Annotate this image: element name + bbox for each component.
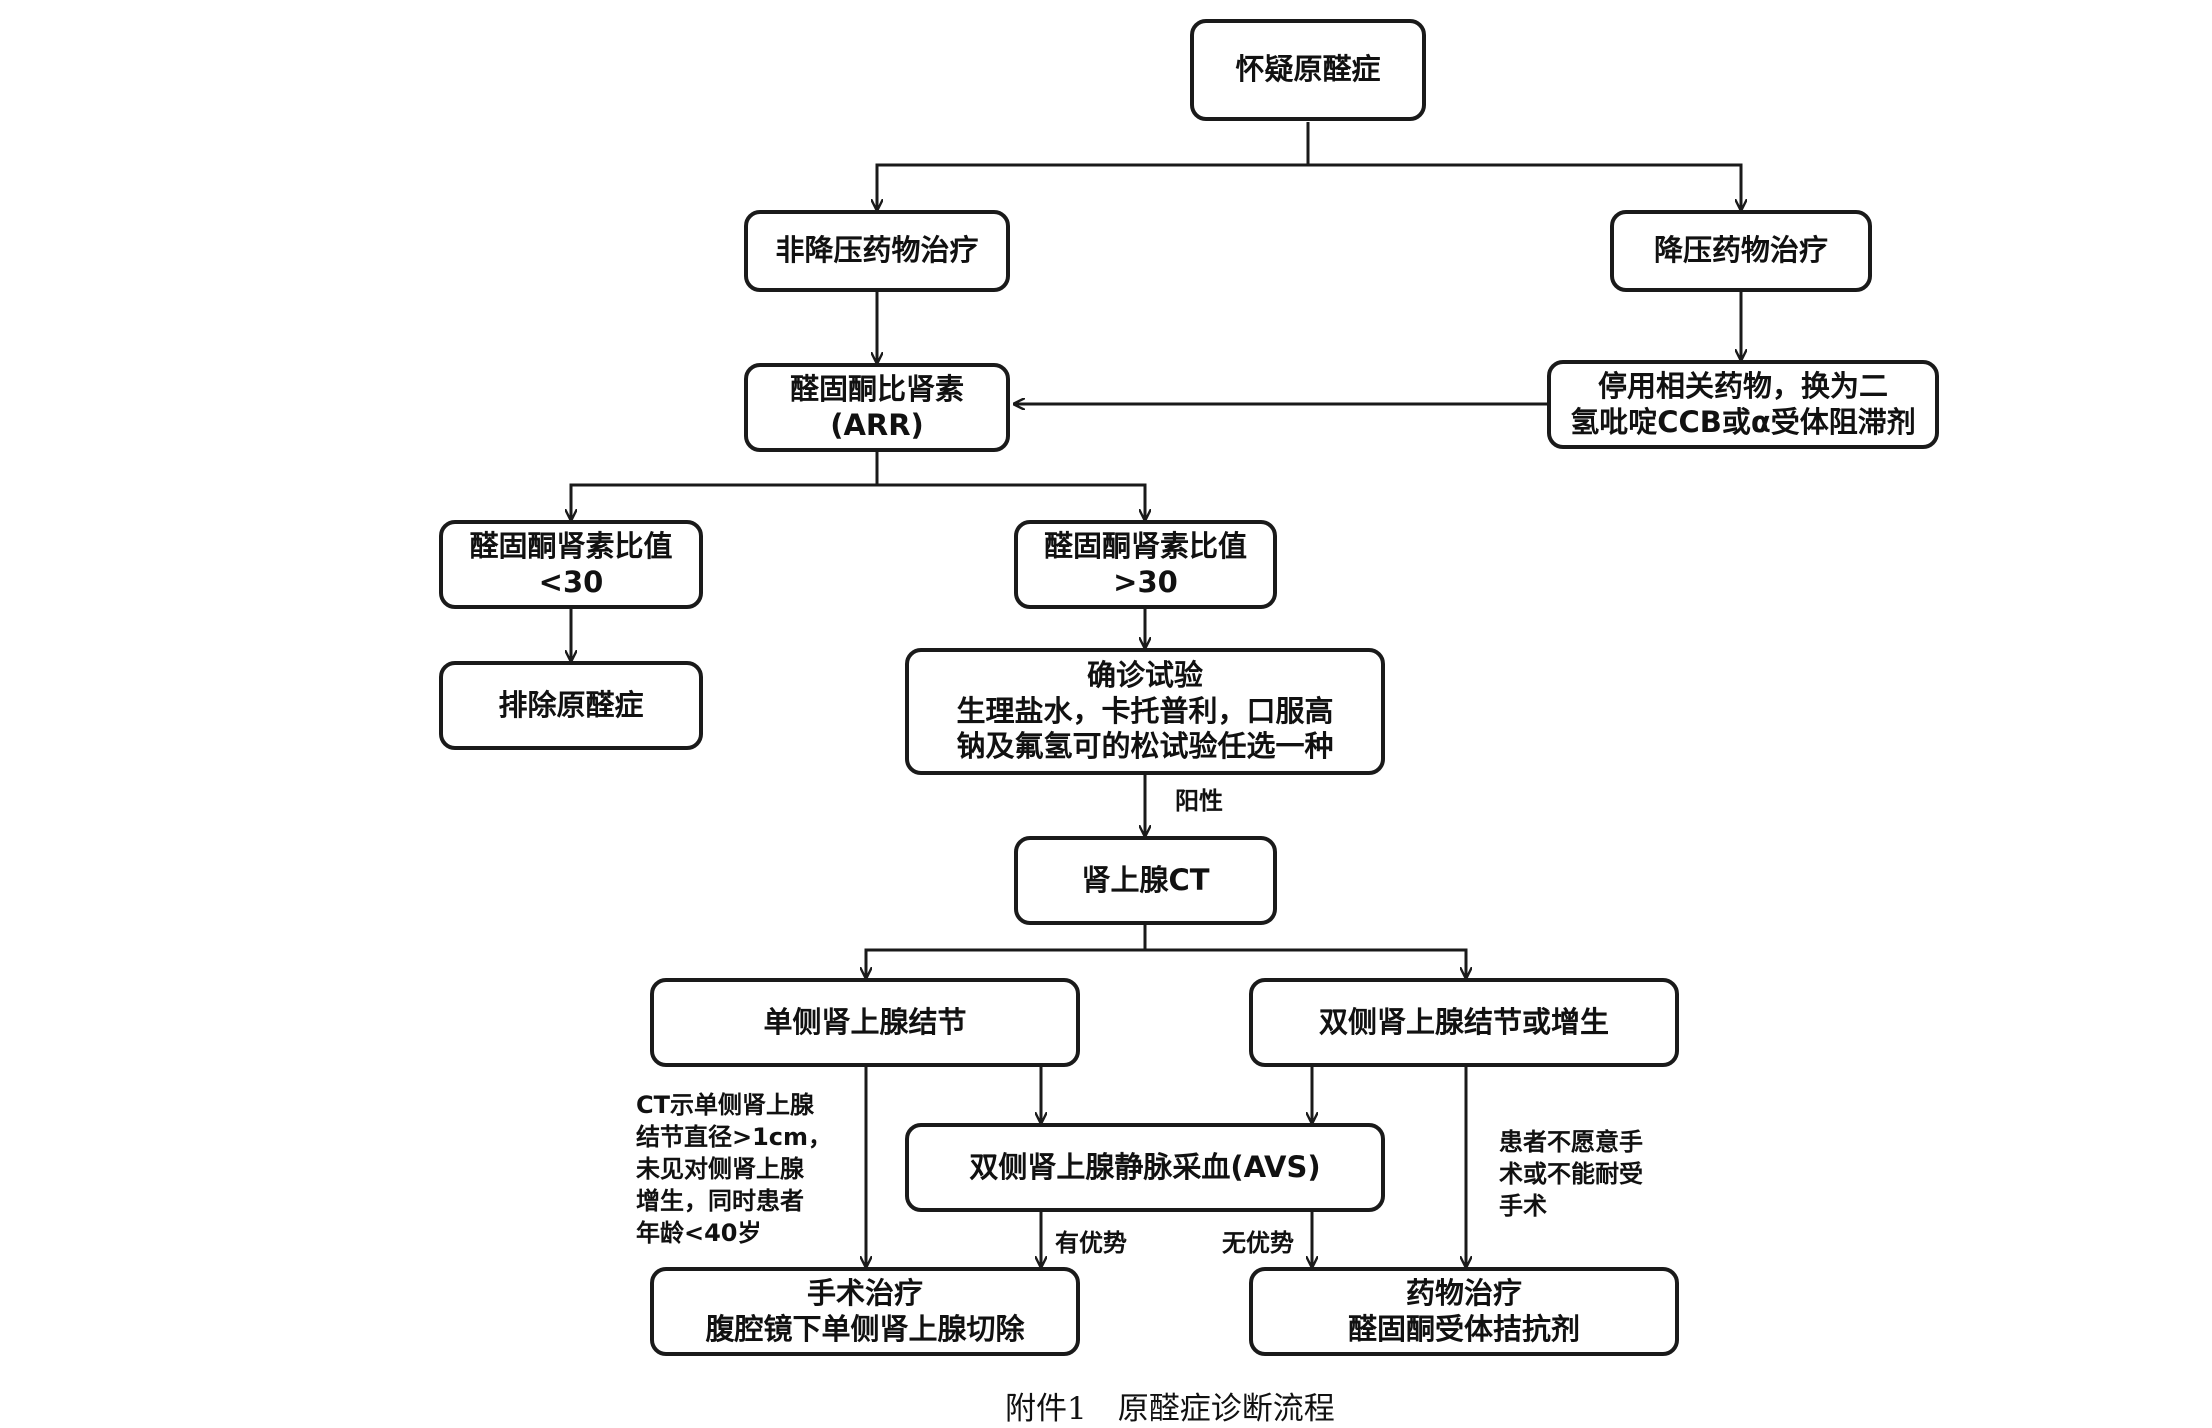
edge-arr-ratio-high — [877, 483, 1145, 520]
label-line: 结节直径>1cm， — [636, 1122, 833, 1151]
label-line: CT示单侧肾上腺 — [636, 1091, 814, 1119]
node-text-line: 手术治疗 — [806, 1276, 923, 1311]
node-arr: 醛固酮比肾素(ARR) — [744, 363, 1010, 452]
label-line: 术或不能耐受 — [1499, 1159, 1643, 1188]
node-text-line: 非降压药物治疗 — [775, 233, 979, 268]
label-non-dominant: 无优势 — [1222, 1229, 1294, 1257]
node-text-line: >30 — [1113, 564, 1178, 599]
node-text-line: 醛固酮比肾素 — [789, 372, 964, 407]
node-suspect: 怀疑原醛症 — [1190, 19, 1426, 121]
label-line: 年龄<40岁 — [636, 1218, 762, 1247]
node-text-line: 降压药物治疗 — [1653, 233, 1828, 268]
node-text-line: 停用相关药物，换为二 — [1597, 369, 1888, 404]
node-exclude: 排除原醛症 — [439, 661, 703, 750]
node-text-line: 排除原醛症 — [498, 687, 644, 722]
node-text-line: <30 — [538, 564, 604, 599]
node-text-line: 钠及氟氢可的松试验任选一种 — [956, 729, 1334, 764]
edge-suspect-split — [877, 122, 1310, 210]
node-text-line: 确诊试验 — [1086, 658, 1203, 693]
node-ratio-high: 醛固酮肾素比值>30 — [1014, 520, 1277, 609]
edge-suspect-antihypertensive — [1308, 163, 1741, 210]
node-adrenal-ct: 肾上腺CT — [1014, 836, 1277, 925]
node-text-line: 氢吡啶CCB或α受体阻滞剂 — [1570, 404, 1916, 439]
node-text-line: (ARR) — [830, 407, 924, 442]
node-text-line: 药物治疗 — [1405, 1276, 1522, 1311]
label-ct-condition: CT示单侧肾上腺结节直径>1cm， 未见对侧肾上腺增生，同时患者年龄<40岁 — [636, 1090, 832, 1250]
edge-arr-ratio-low — [571, 452, 879, 520]
edge-ct-bilateral — [1145, 948, 1466, 978]
node-ratio-low: 醛固酮肾素比值<30 — [439, 520, 703, 609]
node-text-line: 双侧肾上腺静脉采血(AVS) — [969, 1149, 1321, 1184]
node-switch-drugs: 停用相关药物，换为二氢吡啶CCB或α受体阻滞剂 — [1547, 360, 1939, 449]
figure-caption: 附件1 原醛症诊断流程 — [1005, 1391, 1335, 1427]
node-text-line: 肾上腺CT — [1081, 862, 1210, 897]
node-unilateral: 单侧肾上腺结节 — [650, 978, 1080, 1067]
node-text-line: 醛固酮受体拮抗剂 — [1347, 1311, 1580, 1346]
node-medication: 药物治疗醛固酮受体拮抗剂 — [1249, 1267, 1679, 1356]
label-positive: 阳性 — [1175, 787, 1223, 815]
node-text-line: 醛固酮肾素比值 — [1043, 529, 1247, 564]
node-text-line: 生理盐水，卡托普利，口服高 — [956, 693, 1334, 728]
node-text-line: 怀疑原醛症 — [1235, 52, 1381, 87]
node-text-line: 腹腔镜下单侧肾上腺切除 — [705, 1311, 1025, 1346]
label-line: 增生，同时患者 — [636, 1186, 804, 1215]
node-text-line: 双侧肾上腺结节或增生 — [1318, 1004, 1609, 1039]
edge-ct-unilateral — [866, 925, 1147, 978]
node-text-line: 醛固酮肾素比值 — [469, 529, 673, 564]
label-line: 未见对侧肾上腺 — [636, 1154, 804, 1183]
label-line: 手术 — [1499, 1191, 1547, 1220]
label-dominant: 有优势 — [1055, 1229, 1127, 1257]
node-confirm: 确诊试验生理盐水，卡托普利，口服高钠及氟氢可的松试验任选一种 — [905, 648, 1385, 775]
node-avs: 双侧肾上腺静脉采血(AVS) — [905, 1123, 1385, 1212]
node-non-antihypertensive: 非降压药物治疗 — [744, 210, 1010, 292]
label-patient-refuse: 患者不愿意手术或不能耐受手术 — [1499, 1127, 1643, 1223]
node-text-line: 单侧肾上腺结节 — [763, 1004, 967, 1039]
node-antihypertensive: 降压药物治疗 — [1610, 210, 1872, 292]
label-line: 患者不愿意手 — [1499, 1128, 1643, 1156]
node-surgery: 手术治疗腹腔镜下单侧肾上腺切除 — [650, 1267, 1080, 1356]
node-bilateral: 双侧肾上腺结节或增生 — [1249, 978, 1679, 1067]
